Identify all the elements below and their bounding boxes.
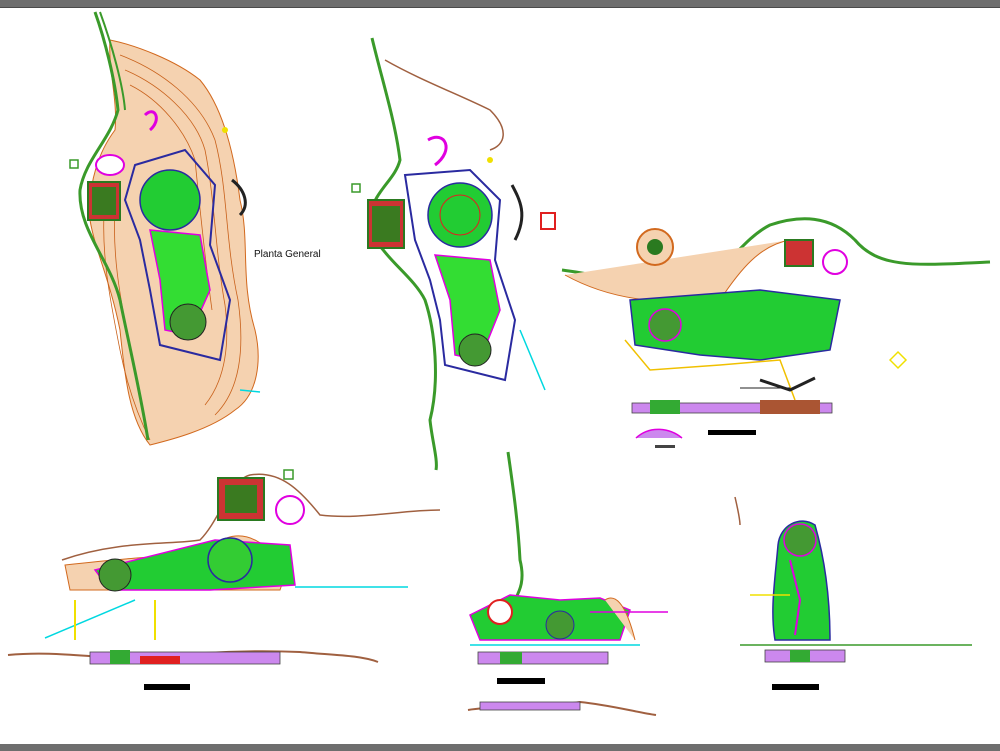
plan-third [561,217,991,448]
viewer-bottom-bar [0,744,1000,751]
site-boundary [123,148,232,362]
access-road-2 [368,37,438,471]
scale-bar-3 [708,430,756,435]
viewer-top-bar [0,0,1000,7]
scale-bar-6 [772,684,819,690]
site-boundary-2 [403,168,517,382]
plan-sixth [734,496,972,690]
plan-general [69,11,261,446]
plan-secondary [351,37,556,471]
access-road [78,11,150,441]
drawing-title: Planta General [254,249,321,260]
scale-bar-5 [497,678,545,684]
plan-fourth [7,469,441,690]
plan-fifth [467,451,668,716]
scale-bar-4 [144,684,190,690]
